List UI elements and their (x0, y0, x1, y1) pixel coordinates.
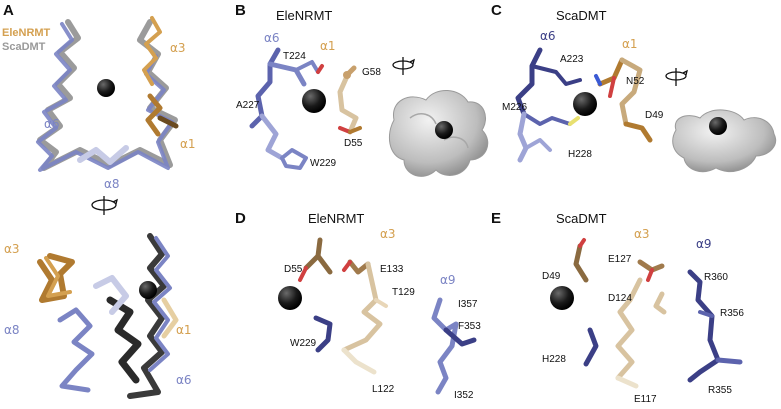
panel-b-letter: B (235, 2, 246, 19)
panel-a-letter: A (3, 2, 14, 19)
panel-a-bottom-helix-a8: α8 (4, 323, 20, 337)
panel-b-sticks (249, 47, 362, 170)
panel-c-ion (573, 92, 597, 116)
panel-b-ion (302, 89, 326, 113)
panel-b: B EleNRMT α6 α1 T224 G58 A227 D55 W229 (235, 2, 489, 177)
panel-b-helix-a6: α6 (264, 31, 280, 45)
panel-b-res-d55: D55 (344, 138, 363, 149)
panel-a-helix-a3: α3 (170, 41, 186, 55)
panel-a-bottom-helix-a6: α6 (176, 373, 192, 387)
panel-e-ion (550, 286, 574, 310)
panel-e-title: ScaDMT (556, 211, 607, 226)
panel-b-helix-a1: α1 (320, 39, 336, 53)
panel-a-bottom-helix-a1: α1 (176, 323, 192, 337)
panel-e-res-r360: R360 (704, 272, 728, 283)
panel-a-helix-a6: α6 (44, 117, 60, 131)
panel-d-res-e133: E133 (380, 264, 404, 275)
panel-a-bottom-helix-a3: α3 (4, 242, 20, 256)
panel-d-res-t129: T129 (392, 287, 415, 298)
panel-c-surface (672, 109, 776, 173)
panel-b-title: EleNRMT (276, 8, 332, 23)
panel-b-g58-atom (343, 71, 351, 79)
panel-d-ion (278, 286, 302, 310)
panel-c-helix-a6: α6 (540, 29, 556, 43)
panel-a-rotate-icon (91, 196, 118, 215)
legend-scadmt: ScaDMT (2, 41, 46, 53)
panel-d-res-f353: F353 (458, 321, 481, 332)
panel-d-sticks (298, 237, 477, 395)
panel-d-title: EleNRMT (308, 211, 364, 226)
panel-d-res-w229: W229 (290, 338, 317, 349)
panel-c-res-h228: H228 (568, 149, 592, 160)
panel-c-title: ScaDMT (556, 8, 607, 23)
panel-a: A EleNRMT ScaDMT α3 α6 α1 α8 (2, 2, 196, 399)
panel-c-helix-a1: α1 (622, 37, 638, 51)
panel-a-top-ion (97, 79, 115, 97)
panel-b-res-a227: A227 (236, 100, 260, 111)
panel-d-helix-a3: α3 (380, 227, 396, 241)
panel-d-res-i352: I352 (454, 390, 474, 401)
panel-b-res-g58: G58 (362, 67, 381, 78)
legend-elenrmt: EleNRMT (2, 27, 51, 39)
panel-b-res-w229: W229 (310, 158, 337, 169)
panel-c-res-d49: D49 (645, 110, 664, 121)
panel-e-res-d124: D124 (608, 293, 632, 304)
panel-d: D EleNRMT α3 α9 D55 E133 T129 I357 F353 … (235, 210, 481, 401)
panel-c-rotate-icon (665, 68, 688, 86)
panel-a-bottom-backbone (37, 233, 179, 399)
panel-c: C ScaDMT α6 α1 A223 N52 M226 D49 H228 (491, 2, 776, 173)
panel-e-res-r356: R356 (720, 308, 744, 319)
panel-d-res-l122: L122 (372, 384, 395, 395)
panel-d-letter: D (235, 210, 246, 227)
panel-b-rotate-icon (392, 57, 415, 75)
panel-b-surface-ion (435, 121, 453, 139)
panel-c-sticks (515, 47, 653, 163)
panel-a-helix-a8: α8 (104, 177, 120, 191)
panel-d-res-d55: D55 (284, 264, 303, 275)
panel-c-letter: C (491, 2, 502, 19)
panel-e-res-r355: R355 (708, 385, 732, 396)
panel-e-letter: E (491, 210, 501, 227)
panel-a-helix-a1: α1 (180, 137, 196, 151)
panel-c-res-n52: N52 (626, 76, 645, 87)
panel-e-helix-a9: α9 (696, 237, 712, 251)
panel-e-res-e127: E127 (608, 254, 632, 265)
panel-e-res-h228: H228 (542, 354, 566, 365)
panel-a-top-backbone (36, 16, 179, 172)
panel-d-res-i357: I357 (458, 299, 478, 310)
panel-e-sticks (573, 238, 743, 389)
panel-c-res-a223: A223 (560, 54, 584, 65)
panel-e-res-e117: E117 (634, 394, 657, 405)
panel-a-bottom-ion (139, 281, 157, 299)
panel-b-res-t224: T224 (283, 51, 306, 62)
panel-c-res-m226: M226 (502, 102, 527, 113)
panel-d-helix-a9: α9 (440, 273, 456, 287)
panel-e-res-d49: D49 (542, 271, 561, 282)
panel-c-surface-ion (709, 117, 727, 135)
panel-e: E ScaDMT α3 α9 E127 D49 R360 D124 R356 H… (491, 210, 744, 405)
panel-e-helix-a3: α3 (634, 227, 650, 241)
